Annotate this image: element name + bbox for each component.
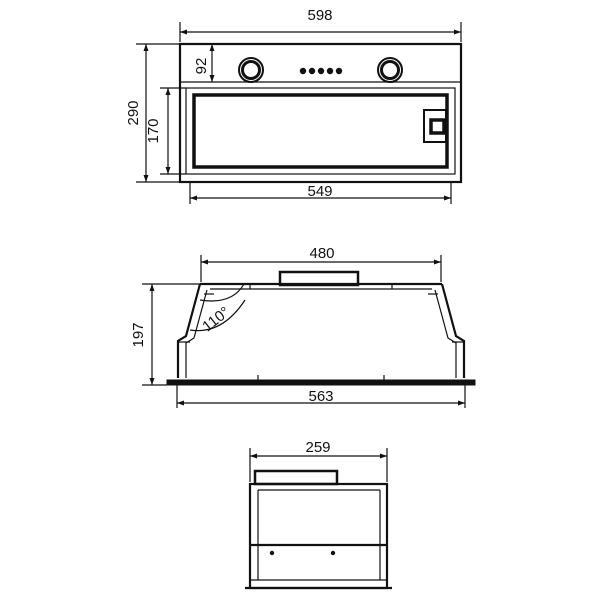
dimension-label-259: 259	[305, 439, 330, 456]
fixing-hole-right	[330, 550, 336, 556]
end-view: 259	[245, 439, 392, 590]
dimension-label-92: 92	[193, 58, 210, 75]
dimension-end-width: 259	[249, 439, 388, 482]
side-view: 480 110	[130, 245, 476, 408]
dimension-label-549: 549	[307, 183, 332, 200]
dimension-side-height: 197	[130, 283, 200, 386]
dimension-label-290: 290	[125, 100, 142, 125]
dimension-overall-height: 290	[125, 43, 180, 183]
hood-body-end	[248, 482, 389, 590]
hood-body-side	[176, 282, 466, 380]
dimension-overall-width: 598	[179, 7, 462, 42]
dimension-label-480: 480	[309, 245, 334, 262]
dimension-top-width: 480	[200, 245, 442, 282]
dimension-label-170: 170	[145, 118, 162, 143]
fixing-hole-left	[269, 550, 275, 556]
dimension-filter-width: 549	[189, 182, 452, 204]
dimension-control-panel-height: 92	[193, 44, 215, 82]
dimension-label-563: 563	[308, 388, 333, 405]
filter-panel	[185, 87, 456, 175]
dimension-label-598: 598	[307, 7, 332, 24]
hood-housing-front	[178, 42, 463, 184]
dimension-label-197: 197	[130, 322, 147, 347]
right-control-knob	[377, 57, 403, 83]
base-flange	[166, 379, 476, 386]
dimension-filter-height: 170	[145, 87, 186, 175]
left-control-knob	[238, 57, 264, 83]
control-buttons	[299, 67, 343, 75]
front-view: 598	[125, 7, 463, 204]
motor-housing-end	[253, 469, 339, 486]
dimension-bottom-width: 563	[176, 385, 466, 408]
